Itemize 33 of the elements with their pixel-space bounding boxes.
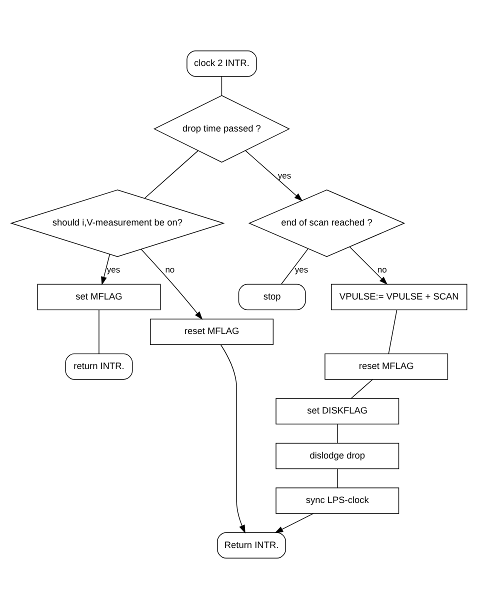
node-box: Return INTR.: [217, 532, 286, 558]
node-diamond: end of scan reached ?: [248, 189, 406, 256]
node-box: dislodge drop: [276, 442, 400, 469]
node-diamond: drop time passed ?: [153, 94, 290, 162]
node-box: set DISKFLAG: [276, 398, 400, 424]
connector: [144, 150, 198, 198]
connector: [388, 309, 398, 354]
arrow: [245, 150, 303, 201]
edge-label: no: [377, 264, 387, 274]
arrow: [349, 246, 388, 284]
connector: [337, 423, 338, 443]
node-box: stop: [238, 283, 306, 310]
node-diamond: should i,V-measurement be on?: [10, 189, 225, 256]
arrow: [101, 253, 110, 285]
edge-label: no: [165, 264, 175, 274]
connector: [221, 76, 222, 96]
connector: [350, 378, 373, 398]
node-box: set MFLAG: [37, 283, 161, 310]
edge-label: yes: [278, 170, 292, 180]
edge-label: yes: [106, 264, 120, 274]
arrow: [220, 344, 246, 534]
node-box: VPULSE:= VPULSE + SCAN: [331, 283, 468, 310]
node-box: clock 2 INTR.: [186, 50, 257, 76]
arrow: [274, 512, 314, 533]
connector: [337, 468, 338, 488]
connector: [98, 309, 100, 354]
arrow: [140, 248, 203, 320]
node-box: return INTR.: [65, 352, 133, 380]
node-box: reset MFLAG: [324, 352, 448, 380]
edge-label: yes: [294, 264, 308, 274]
node-box: reset MFLAG: [150, 318, 274, 344]
connector: [280, 248, 308, 284]
node-box: sync LPS-clock: [276, 487, 400, 514]
